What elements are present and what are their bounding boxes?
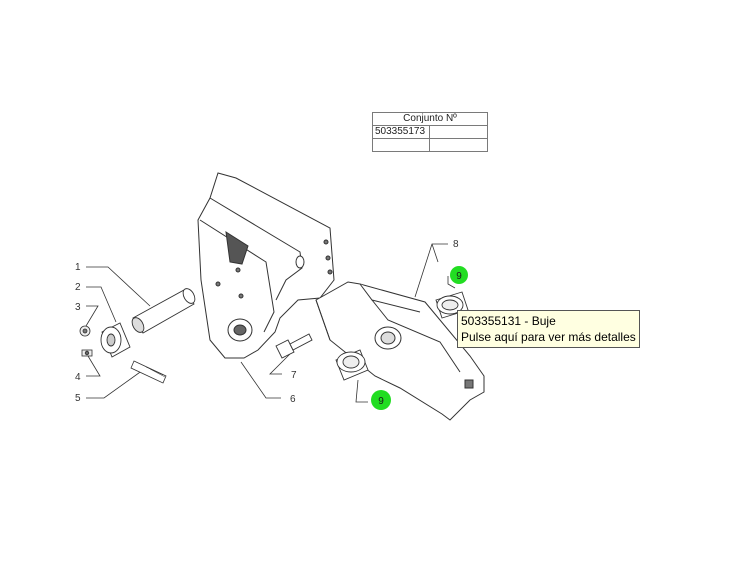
leader-line-7 <box>269 353 291 375</box>
tooltip-subtitle: Pulse aquí para ver más detalles <box>461 330 636 344</box>
tooltip-title: 503355131 - Buje <box>461 314 556 328</box>
hotspot-9-top-label: 9 <box>456 271 462 282</box>
assembly-empty-cell <box>429 138 488 152</box>
leader-line-9-bottom <box>355 379 368 403</box>
part-pin <box>131 288 196 334</box>
part-long-bolt <box>130 360 167 384</box>
callout-8[interactable]: 8 <box>453 239 459 250</box>
hotspot-9-bottom[interactable]: 9 <box>371 390 391 410</box>
leader-line-6 <box>240 361 281 399</box>
hotspot-9-bottom-label: 9 <box>378 396 384 407</box>
part-bushing-block <box>100 322 131 358</box>
hotspot-9-bottom-marker <box>371 390 391 410</box>
part-swing-arm <box>315 281 485 421</box>
hotspot-9-top-marker <box>450 266 468 284</box>
part-bushing-bottom <box>335 349 369 381</box>
leader-lines <box>85 243 456 403</box>
callout-7[interactable]: 7 <box>291 370 297 381</box>
part-hex-bolt <box>275 333 313 359</box>
callout-1[interactable]: 1 <box>75 262 81 273</box>
leader-line-8 <box>414 243 448 298</box>
leader-line-4 <box>86 355 101 377</box>
callout-3[interactable]: 3 <box>75 302 81 313</box>
callout-4[interactable]: 4 <box>75 372 81 383</box>
hotspot-9-top[interactable]: 9 <box>450 266 468 284</box>
leader-line-2 <box>86 286 117 323</box>
callout-5[interactable]: 5 <box>75 393 81 404</box>
part-main-bracket <box>197 172 335 359</box>
leader-line-1 <box>86 266 151 307</box>
part-small-fitting <box>81 349 93 357</box>
leader-line-3 <box>85 305 99 327</box>
callout-6[interactable]: 6 <box>290 394 296 405</box>
part-grease-fitting <box>79 325 91 337</box>
part-tooltip[interactable]: 503355131 - Buje Pulse aquí para ver más… <box>457 310 640 348</box>
callout-2[interactable]: 2 <box>75 282 81 293</box>
assembly-table: Conjunto Nº 503355173 <box>372 112 488 152</box>
leader-line-5 <box>86 369 144 399</box>
leader-line-9-top <box>447 276 456 289</box>
